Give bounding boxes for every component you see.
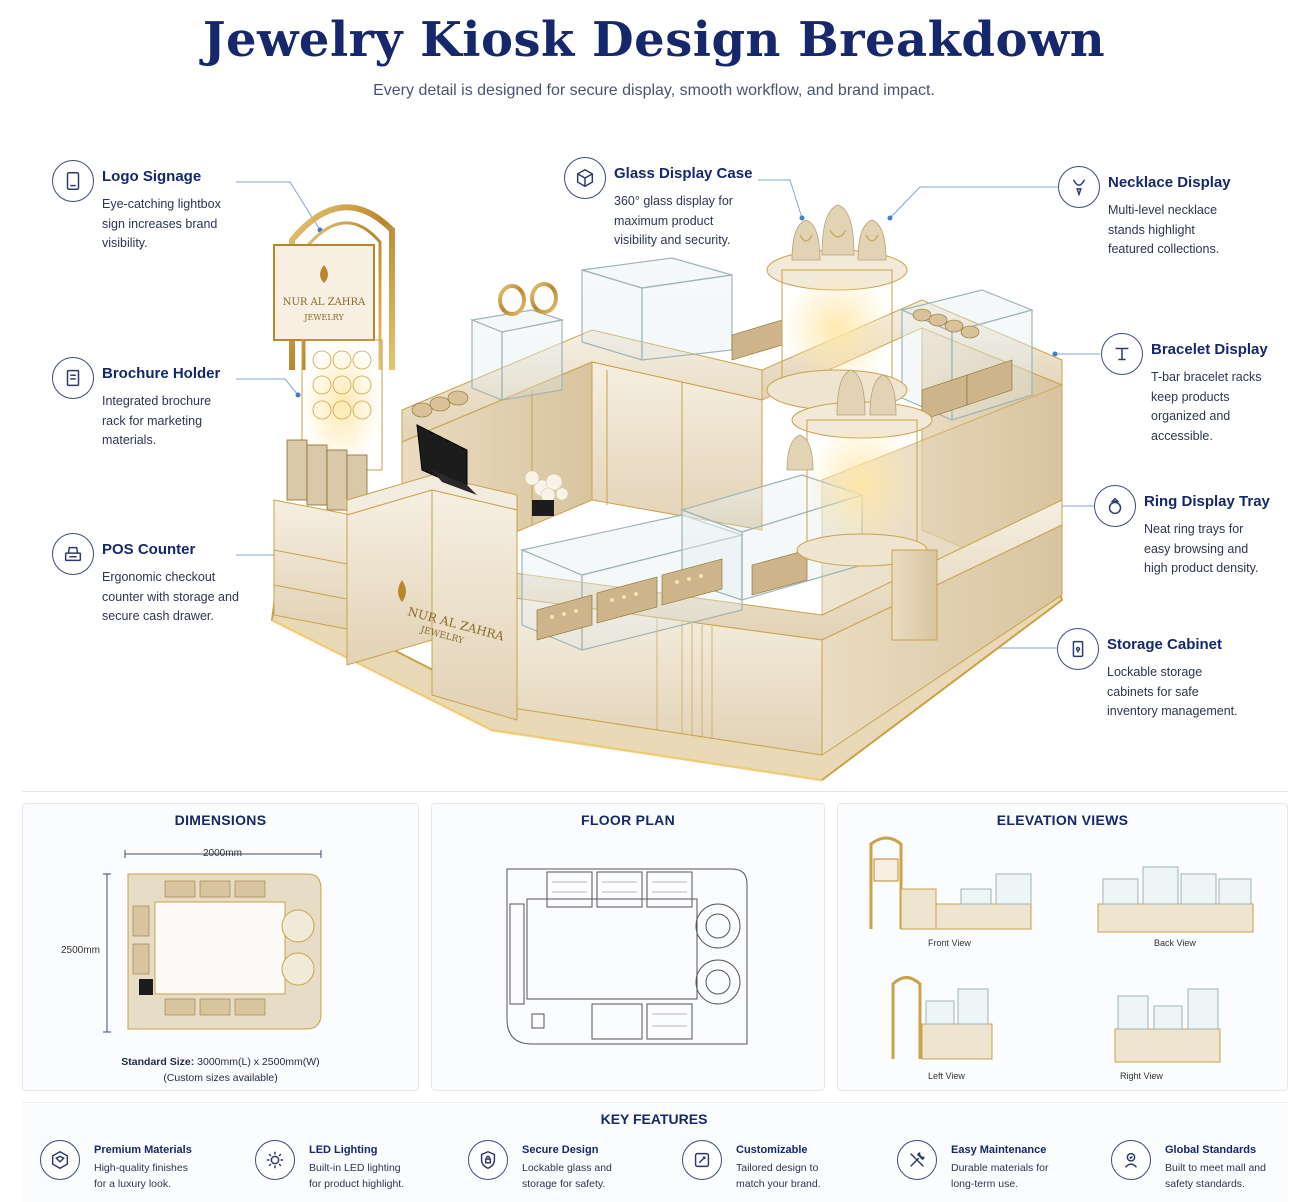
feature-title: Customizable <box>736 1144 808 1156</box>
callout-title: Glass Display Case <box>614 165 753 182</box>
width-dimension-label: 2000mm <box>203 848 242 859</box>
callout-title: Storage Cabinet <box>1107 636 1223 653</box>
feature-title: LED Lighting <box>309 1144 378 1156</box>
light-icon <box>255 1140 295 1180</box>
callout-desc: T-bar bracelet racks keep products organ… <box>1151 370 1262 443</box>
right-view-drawing <box>1114 988 1221 1063</box>
feature-title: Secure Design <box>522 1144 599 1156</box>
back-view-drawing <box>1097 866 1254 933</box>
callout-desc: Ergonomic checkout counter with storage … <box>102 570 239 623</box>
feature-desc: Lockable glass and storage for safety. <box>522 1162 612 1190</box>
dimensions-plan-drawing <box>103 850 322 1033</box>
feature-desc: High-quality finishes for a luxury look. <box>94 1162 188 1190</box>
shield-icon <box>468 1140 508 1180</box>
callout-title: Logo Signage <box>102 168 202 185</box>
callout-title: POS Counter <box>102 541 196 558</box>
right-view-label: Right View <box>1120 1071 1163 1081</box>
height-dimension-label: 2500mm <box>61 945 100 956</box>
feature-desc: Built to meet mall and safety standards. <box>1165 1162 1266 1190</box>
dimensions-panel: DIMENSIONS 2000mm 2500mm Standard Size: … <box>22 803 419 1091</box>
register-icon <box>52 533 94 575</box>
callout-desc: Integrated brochure rack for marketing m… <box>102 394 212 447</box>
feature-title: Easy Maintenance <box>951 1144 1047 1156</box>
lock-cabinet-icon <box>1057 628 1099 670</box>
t-bar-icon <box>1101 333 1143 375</box>
callout-desc: Multi-level necklace stands highlight fe… <box>1108 203 1220 256</box>
callout-desc: Lockable storage cabinets for safe inven… <box>1107 665 1238 718</box>
customize-icon <box>682 1140 722 1180</box>
floor-plan-panel: FLOOR PLAN <box>431 803 825 1091</box>
callout-title: Necklace Display <box>1108 174 1231 191</box>
callout-title: Brochure Holder <box>102 365 221 382</box>
front-view-drawing <box>869 836 1032 930</box>
custom-size-note: (Custom sizes available) <box>163 1072 278 1084</box>
cube-icon <box>564 157 606 199</box>
floor-plan-title: FLOOR PLAN <box>581 812 675 828</box>
callout-desc: Eye-catching lightbox sign increases bra… <box>102 197 221 250</box>
feature-desc: Durable materials for long-term use. <box>951 1162 1049 1190</box>
back-view-label: Back View <box>1154 938 1196 948</box>
left-view-drawing <box>891 976 993 1060</box>
ring-icon <box>1094 485 1136 527</box>
callout-title: Ring Display Tray <box>1144 493 1270 510</box>
elevation-views-panel: ELEVATION VIEWS Front View Back View Lef… <box>837 803 1288 1091</box>
key-features-title: KEY FEATURES <box>600 1111 708 1127</box>
dimensions-title: DIMENSIONS <box>174 812 267 828</box>
standard-size-note: Standard Size: 3000mm(L) x 2500mm(W) (Cu… <box>23 1054 418 1086</box>
key-features-section <box>22 1102 1288 1202</box>
front-view-label: Front View <box>928 938 971 948</box>
section-divider <box>22 791 1288 792</box>
callout-desc: Neat ring trays for easy browsing and hi… <box>1144 522 1259 575</box>
brochure-icon <box>52 357 94 399</box>
left-view-label: Left View <box>928 1071 965 1081</box>
standard-size-label: Standard Size: <box>121 1056 195 1068</box>
feature-title: Global Standards <box>1165 1144 1257 1156</box>
lightbox-icon <box>52 160 94 202</box>
page-subtitle: Every detail is designed for secure disp… <box>373 82 935 99</box>
callout-title: Bracelet Display <box>1151 341 1268 358</box>
feature-title: Premium Materials <box>94 1144 192 1156</box>
sign-brand-line1: NUR AL ZAHRA <box>283 297 366 308</box>
callout-desc: 360° glass display for maximum product v… <box>614 194 733 247</box>
necklace-icon <box>1058 166 1100 208</box>
page-title: Jewelry Kiosk Design Breakdown <box>202 12 1106 68</box>
feature-desc: Built-in LED lighting for product highli… <box>309 1162 405 1190</box>
floor-plan-drawing <box>506 868 748 1045</box>
kiosk-illustration: NUR AL ZAHRA JEWELRY NUR AL ZAHRA JEWELR… <box>270 204 1064 782</box>
feature-desc: Tailored design to match your brand. <box>736 1162 821 1190</box>
certified-icon <box>1111 1140 1151 1180</box>
elevation-title: ELEVATION VIEWS <box>996 812 1129 828</box>
standard-size-value: 3000mm(L) x 2500mm(W) <box>197 1056 320 1068</box>
sign-brand-line2: JEWELRY <box>303 313 344 322</box>
gem-box-icon <box>40 1140 80 1180</box>
tools-icon <box>897 1140 937 1180</box>
